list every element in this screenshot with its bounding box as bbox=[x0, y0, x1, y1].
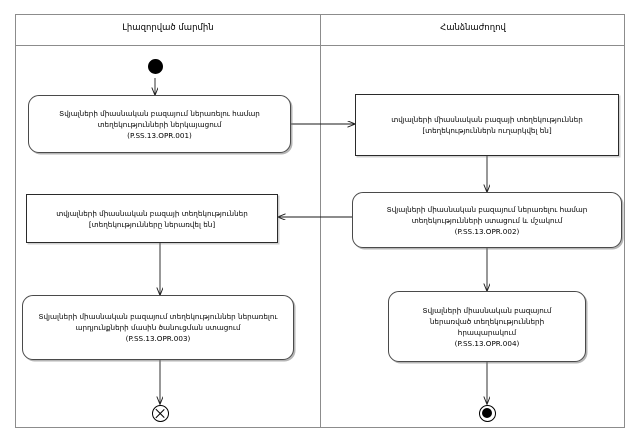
action-opr002-code: (P.SS.13.OPR.002) bbox=[454, 226, 520, 236]
action-opr001-code: (P.SS.13.OPR.001) bbox=[127, 130, 192, 140]
action-opr002[interactable]: Տվյալների միասնական բազայում ներառելու հ… bbox=[352, 192, 622, 248]
action-opr003-code: (P.SS.13.OPR.003) bbox=[125, 334, 191, 343]
action-opr004-code: (P.SS.13.OPR.004) bbox=[454, 338, 520, 348]
action-opr001-line2: տեղեկությունների ներկայացում bbox=[97, 119, 222, 129]
action-opr004[interactable]: Տվյալների միասնական բազայում ներառված տե… bbox=[388, 291, 586, 362]
action-opr002-line1: Տվյալների միասնական բազայում ներառելու հ… bbox=[386, 204, 588, 214]
action-opr004-line3: հրապարակում bbox=[457, 327, 517, 337]
activity-final-node bbox=[478, 405, 496, 422]
object-node-information-sent-line1: տվյալների միասնական բազայի տեղեկությունն… bbox=[391, 115, 583, 124]
swimlane-title-right: Հանձնաժողով bbox=[440, 23, 506, 33]
action-opr003-line2: արդյունքների մասին ծանուցման ստացում bbox=[75, 323, 241, 332]
activity-final-inner-disc bbox=[481, 408, 492, 419]
flow-final-node bbox=[151, 405, 169, 422]
action-opr003[interactable]: Տվյալների միասնական բազայում տեղեկությու… bbox=[22, 295, 294, 360]
object-node-information-included[interactable]: տվյալների միասնական բազայի տեղեկությունն… bbox=[26, 194, 278, 243]
object-node-information-included-line2: [տեղեկությունները ներառվել են] bbox=[88, 219, 216, 229]
action-opr004-line1: Տվյալների միասնական բազայում bbox=[422, 305, 552, 315]
action-opr004-line2: ներառված տեղեկությունների bbox=[429, 316, 545, 326]
action-opr002-line2: տեղեկությունների ստացում և մշակում bbox=[411, 215, 563, 225]
object-node-information-sent[interactable]: տվյալների միասնական բազայի տեղեկությունն… bbox=[355, 94, 619, 156]
swimlane-title-left: Լիազորված մարմին bbox=[122, 23, 214, 33]
object-node-information-sent-line2: [տեղեկություններն ուղարկվել են] bbox=[422, 126, 552, 135]
initial-node bbox=[147, 59, 163, 74]
action-opr003-line1: Տվյալների միասնական բազայում տեղեկությու… bbox=[38, 312, 278, 321]
action-opr001[interactable]: Տվյալների միասնական բազայում ներառելու հ… bbox=[28, 95, 291, 153]
object-node-information-included-line1: տվյալների միասնական բազայի տեղեկությունն… bbox=[56, 208, 248, 218]
swimlane-vertical-divider bbox=[320, 14, 321, 428]
action-opr001-line1: Տվյալների միասնական բազայում ներառելու հ… bbox=[59, 108, 260, 118]
